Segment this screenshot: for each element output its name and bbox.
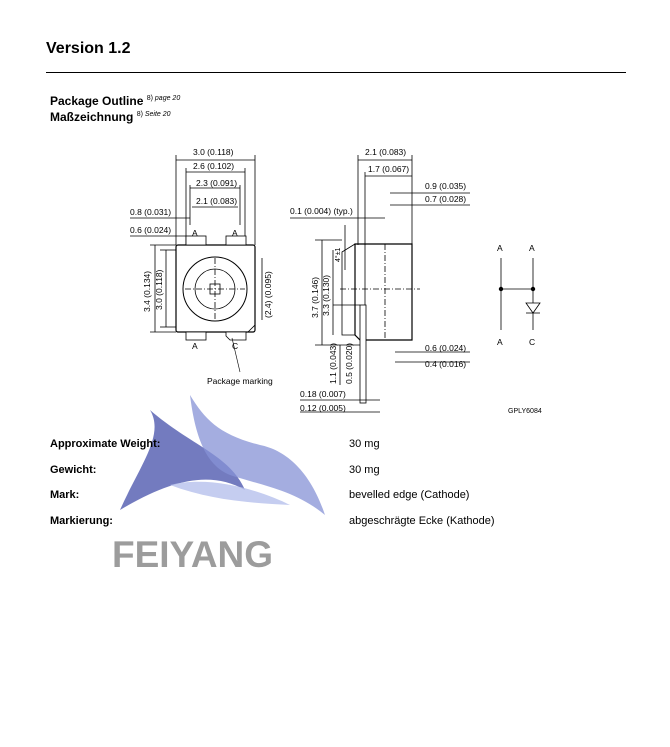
package-outline-drawing: 3.0 (0.118) 2.6 (0.102) 2.3 (0.091) 2.1 … [130, 147, 542, 415]
drawing-code: GPLY6084 [508, 408, 542, 415]
package-marking-label: Package marking [207, 376, 273, 386]
property-row: Gewicht: 30 mg [50, 464, 610, 490]
side-dim-right-2: 0.7 (0.028) [425, 194, 466, 204]
property-value: bevelled edge (Cathode) [349, 489, 470, 501]
dim-vert-2: 3.0 (0.118) [154, 269, 164, 310]
side-dim-lower-2: 0.5 (0.020) [344, 343, 354, 384]
pin-label-c-br: C [232, 341, 238, 351]
side-dim-br-1: 0.6 (0.024) [425, 343, 466, 353]
pad-top-left [185, 235, 207, 246]
side-dim-right-1: 0.9 (0.035) [425, 181, 466, 191]
property-label: Mark: [50, 489, 80, 501]
dim-vert-1: 3.4 (0.134) [142, 271, 152, 312]
section-title-de: Maßzeichnung 8) Seite 20 [50, 110, 171, 124]
pad-bottom-right [225, 331, 247, 341]
property-label: Approximate Weight: [50, 438, 161, 450]
dim-left-2: 0.6 (0.024) [130, 225, 171, 235]
watermark-text: FEIYANG [112, 534, 273, 575]
side-dim-top-1: 2.1 (0.083) [365, 147, 406, 157]
schem-a1: A [497, 243, 503, 253]
dim-left-1: 0.8 (0.031) [130, 207, 171, 217]
pad-bottom-left [185, 331, 207, 341]
pad-top-right [225, 235, 247, 246]
property-row: Mark: bevelled edge (Cathode) [50, 489, 610, 515]
property-value: 30 mg [349, 438, 380, 450]
title-de-ref: 8) [136, 111, 143, 118]
property-row: Markierung: abgeschrägte Ecke (Kathode) [50, 515, 610, 541]
dim-top-3: 2.3 (0.091) [196, 178, 237, 188]
side-dim-vert-1: 3.7 (0.146) [310, 277, 320, 318]
property-value: 30 mg [349, 463, 380, 476]
dim-inner: (2.4) (0.095) [263, 271, 273, 318]
side-view [290, 155, 470, 413]
diode-symbol [525, 302, 541, 314]
watermark-wave-dark [120, 410, 245, 510]
side-dim-vert-2: 3.3 (0.130) [321, 275, 331, 316]
feiyang-watermark: FEIYANG [112, 395, 325, 575]
side-view-body [354, 243, 413, 341]
section-title-en: Package Outline 8) page 20 [50, 94, 180, 108]
side-angle: 4°±1 [334, 247, 342, 262]
property-label: Gewicht: [50, 463, 97, 476]
schem-c: C [529, 337, 535, 347]
side-dim-bottom-2: 0.12 (0.005) [300, 403, 346, 413]
version-heading: Version 1.2 [46, 40, 131, 57]
title-en-text: Package Outline [50, 94, 144, 108]
property-row: Approximate Weight: 30 mg [50, 438, 610, 464]
header-rule [46, 72, 626, 73]
watermark-wave-light [170, 481, 290, 505]
pin-label-a-tl: A [192, 228, 198, 238]
side-dim-top-2: 1.7 (0.067) [368, 164, 409, 174]
lens-outer [182, 256, 248, 322]
side-dim-br-2: 0.4 (0.016) [425, 359, 466, 369]
property-value: abgeschrägte Ecke (Kathode) [349, 514, 495, 527]
schem-a3: A [497, 337, 503, 347]
top-view [130, 155, 263, 373]
pin-label-a-bl: A [192, 341, 198, 351]
title-de-page: Seite 20 [144, 111, 171, 118]
properties-list: Approximate Weight: 30 mg Gewicht: 30 mg… [50, 438, 610, 540]
title-en-ref: 8) [146, 95, 153, 102]
watermark-wave-mid [190, 395, 325, 515]
dim-top-1: 3.0 (0.118) [193, 147, 234, 157]
property-label: Markierung: [50, 514, 113, 527]
schematic [498, 258, 541, 330]
side-dim-bottom-1: 0.18 (0.007) [300, 389, 346, 399]
dim-top-2: 2.6 (0.102) [193, 161, 234, 171]
title-de-text: Maßzeichnung [50, 110, 134, 124]
schem-a2: A [529, 243, 535, 253]
top-view-body [175, 244, 256, 333]
pin-label-a-tr: A [232, 228, 238, 238]
side-dim-typ: 0.1 (0.004) (typ.) [290, 206, 353, 216]
dim-top-4: 2.1 (0.083) [196, 196, 237, 206]
side-lead [359, 304, 367, 404]
title-en-page: page 20 [154, 95, 181, 102]
side-dim-lower-1: 1.1 (0.043) [328, 343, 338, 384]
